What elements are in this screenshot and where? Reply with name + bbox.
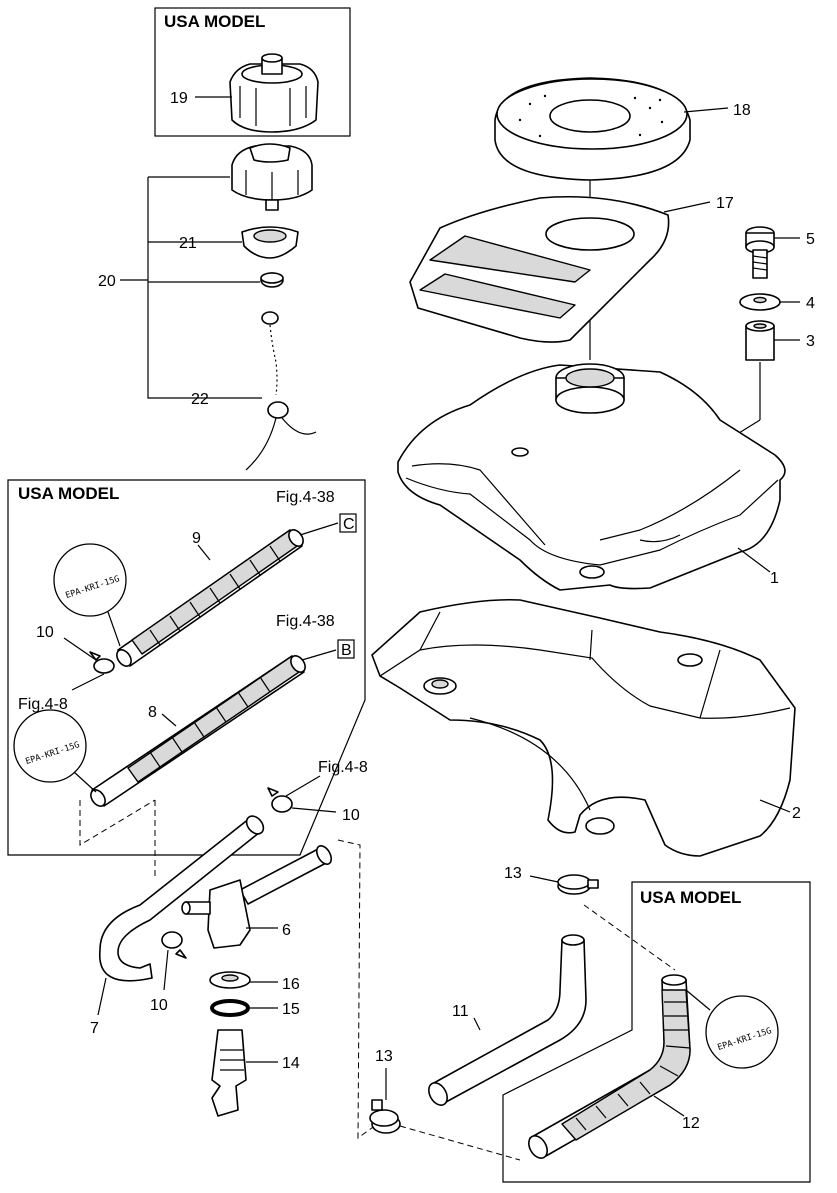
- callout-21: 21: [179, 235, 197, 252]
- callout-22: 22: [191, 391, 209, 408]
- callout-4: 4: [806, 295, 815, 312]
- callout-10-a: 10: [36, 624, 54, 641]
- return-hose-12: [528, 974, 691, 1159]
- callout-10-c: 10: [150, 997, 168, 1014]
- braided-hose-8: [90, 655, 306, 807]
- braided-hose-9: [116, 529, 304, 667]
- strainer-14: [211, 1029, 247, 1117]
- cap-chain: [245, 311, 317, 471]
- o-ring-15: [210, 999, 250, 1017]
- callout-16: 16: [282, 976, 300, 993]
- return-box-title: USA MODEL: [640, 888, 741, 907]
- callout-5: 5: [806, 231, 815, 248]
- tank-filter-foam: [494, 77, 691, 181]
- fuel-cap-usa: [229, 53, 319, 133]
- callout-13-a: 13: [504, 865, 522, 882]
- cap-box-title: USA MODEL: [164, 12, 265, 31]
- ref-fig48-a: Fig.4-8: [18, 696, 68, 713]
- ref-letter-b: B: [341, 642, 352, 659]
- callout-15: 15: [282, 1001, 300, 1018]
- hose-box-title: USA MODEL: [18, 484, 119, 503]
- hose-clamp-10a: [89, 651, 115, 674]
- ref-fig438-b: Fig.4-38: [276, 613, 335, 630]
- callout-17: 17: [716, 195, 734, 212]
- callout-3: 3: [806, 333, 815, 350]
- callout-9: 9: [192, 530, 201, 547]
- fuel-hose-7: [99, 815, 265, 982]
- washer: [739, 293, 781, 311]
- fuel-cap-std: [231, 143, 313, 211]
- callout-19: 19: [170, 90, 188, 107]
- cap-seal: [241, 226, 299, 259]
- hose-clamp-13b: [369, 1099, 401, 1134]
- fuel-tank: [371, 598, 796, 857]
- tank-cover: [397, 363, 786, 591]
- callout-2: 2: [792, 805, 801, 822]
- epa-stamp-3: EPA-KRI-15G: [705, 995, 779, 1069]
- ref-letter-c: C: [343, 516, 355, 533]
- callout-14: 14: [282, 1055, 300, 1072]
- fuel-cock: [181, 845, 333, 949]
- ref-fig438-c: Fig.4-38: [276, 489, 335, 506]
- epa-stamp-2: EPA-KRI-15G: [13, 709, 87, 783]
- bolt: [745, 226, 775, 279]
- return-hose-11: [428, 934, 587, 1106]
- callout-8: 8: [148, 704, 157, 721]
- callout-6: 6: [282, 922, 291, 939]
- heat-shield: [409, 196, 670, 343]
- usa-model-return-box: [502, 881, 811, 1183]
- hose-clamp-13a: [557, 874, 599, 895]
- callout-10-b: 10: [342, 807, 360, 824]
- callout-18: 18: [733, 102, 751, 119]
- gasket-16: [209, 971, 251, 989]
- callout-7: 7: [90, 1020, 99, 1037]
- callout-20: 20: [98, 273, 116, 290]
- epa-stamp-1: EPA-KRI-15G: [53, 543, 127, 617]
- usa-model-cap-box: [154, 7, 351, 137]
- hose-clamp-10b: [267, 787, 293, 813]
- ref-fig48-b: Fig.4-8: [318, 759, 368, 776]
- callout-11: 11: [452, 1003, 469, 1020]
- usa-model-hose-box: [7, 479, 366, 856]
- callout-12: 12: [682, 1115, 700, 1132]
- hose-clamp-10c: [161, 931, 187, 959]
- callout-13-b: 13: [375, 1048, 393, 1065]
- callout-1: 1: [770, 570, 779, 587]
- collar: [745, 320, 775, 361]
- cap-retainer-ring: [260, 272, 284, 288]
